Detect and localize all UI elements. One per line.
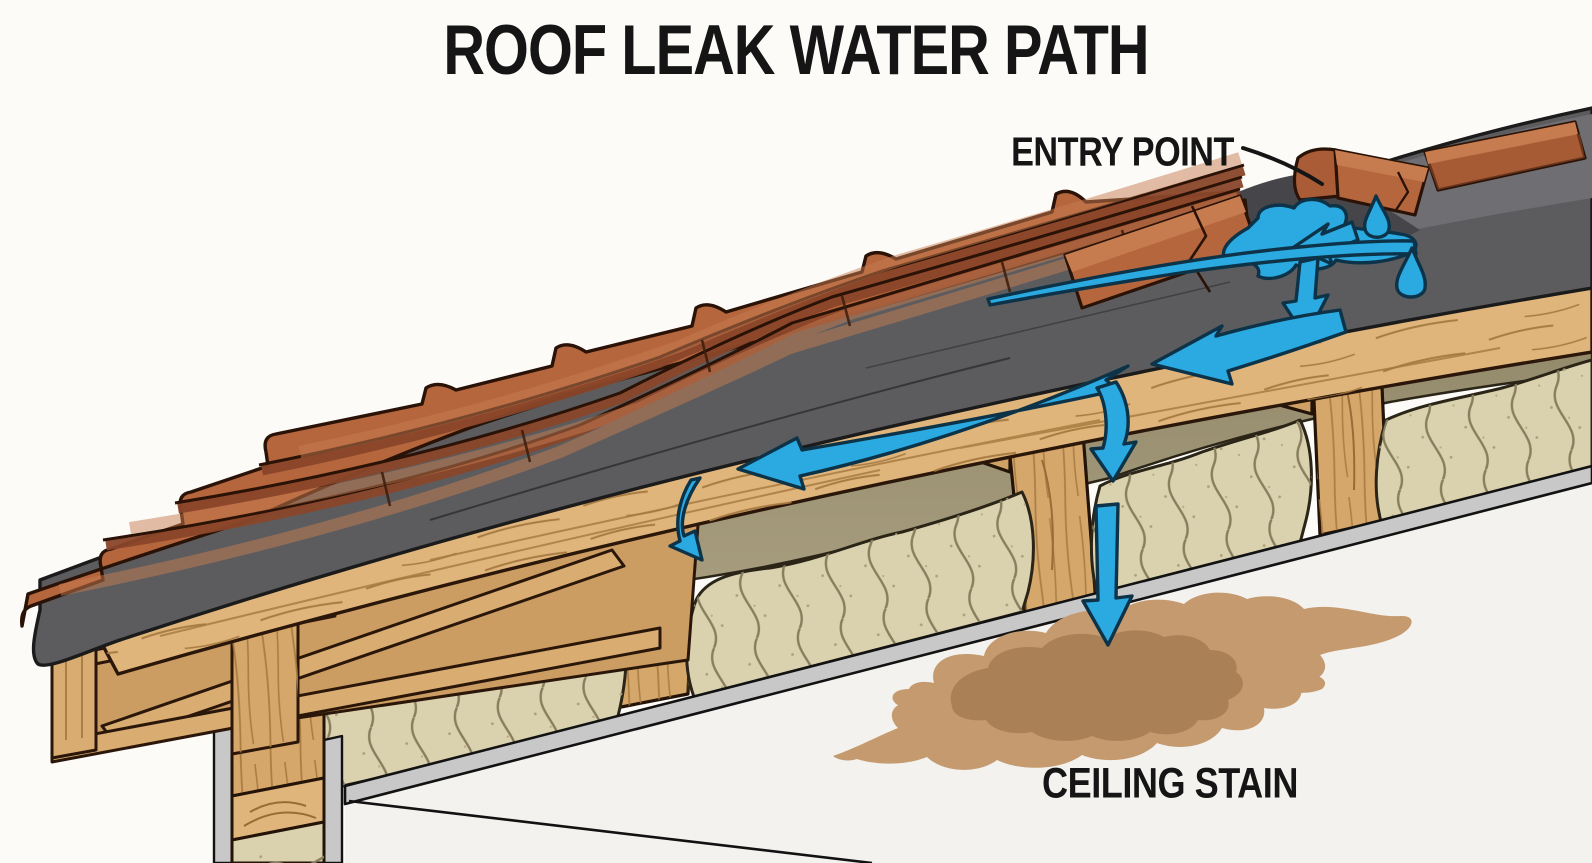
membrane-fold-line bbox=[429, 357, 1011, 521]
wall-ceiling-corner-line bbox=[348, 799, 873, 863]
displaced-cap-tile bbox=[1292, 147, 1430, 217]
water-arrow-to-stain bbox=[1081, 502, 1134, 647]
stain-satellite bbox=[892, 689, 927, 708]
ceiling-stain-label: CEILING STAIN bbox=[1042, 760, 1298, 808]
entry-point-label: ENTRY POINT bbox=[1011, 128, 1234, 175]
ceiling-edge-band bbox=[343, 464, 1592, 806]
tile-band bbox=[20, 189, 1254, 628]
curved-drip-right bbox=[1089, 380, 1138, 483]
stain-satellite bbox=[898, 742, 928, 760]
upper-right-tile bbox=[1423, 120, 1587, 192]
stain-inner bbox=[950, 630, 1243, 741]
under-membrane-arrow-upper bbox=[1150, 308, 1348, 386]
wall-stud-panel-right bbox=[322, 734, 344, 863]
entry-pointer-line bbox=[1241, 146, 1324, 186]
water-path-arrows bbox=[668, 194, 1427, 562]
roof-tiles bbox=[20, 152, 1254, 628]
diagram-title: ROOF LEAK WATER PATH bbox=[443, 11, 1149, 90]
curved-drip-left bbox=[668, 476, 704, 562]
ceiling-stain bbox=[833, 592, 1412, 770]
water-droplet bbox=[1362, 194, 1391, 239]
water-droplet bbox=[1395, 246, 1427, 299]
under-membrane-arrow-lower bbox=[736, 364, 1130, 491]
stain-satellite bbox=[1275, 672, 1326, 693]
stain-satellite bbox=[1299, 656, 1320, 668]
membrane-fold-line bbox=[865, 281, 1231, 369]
